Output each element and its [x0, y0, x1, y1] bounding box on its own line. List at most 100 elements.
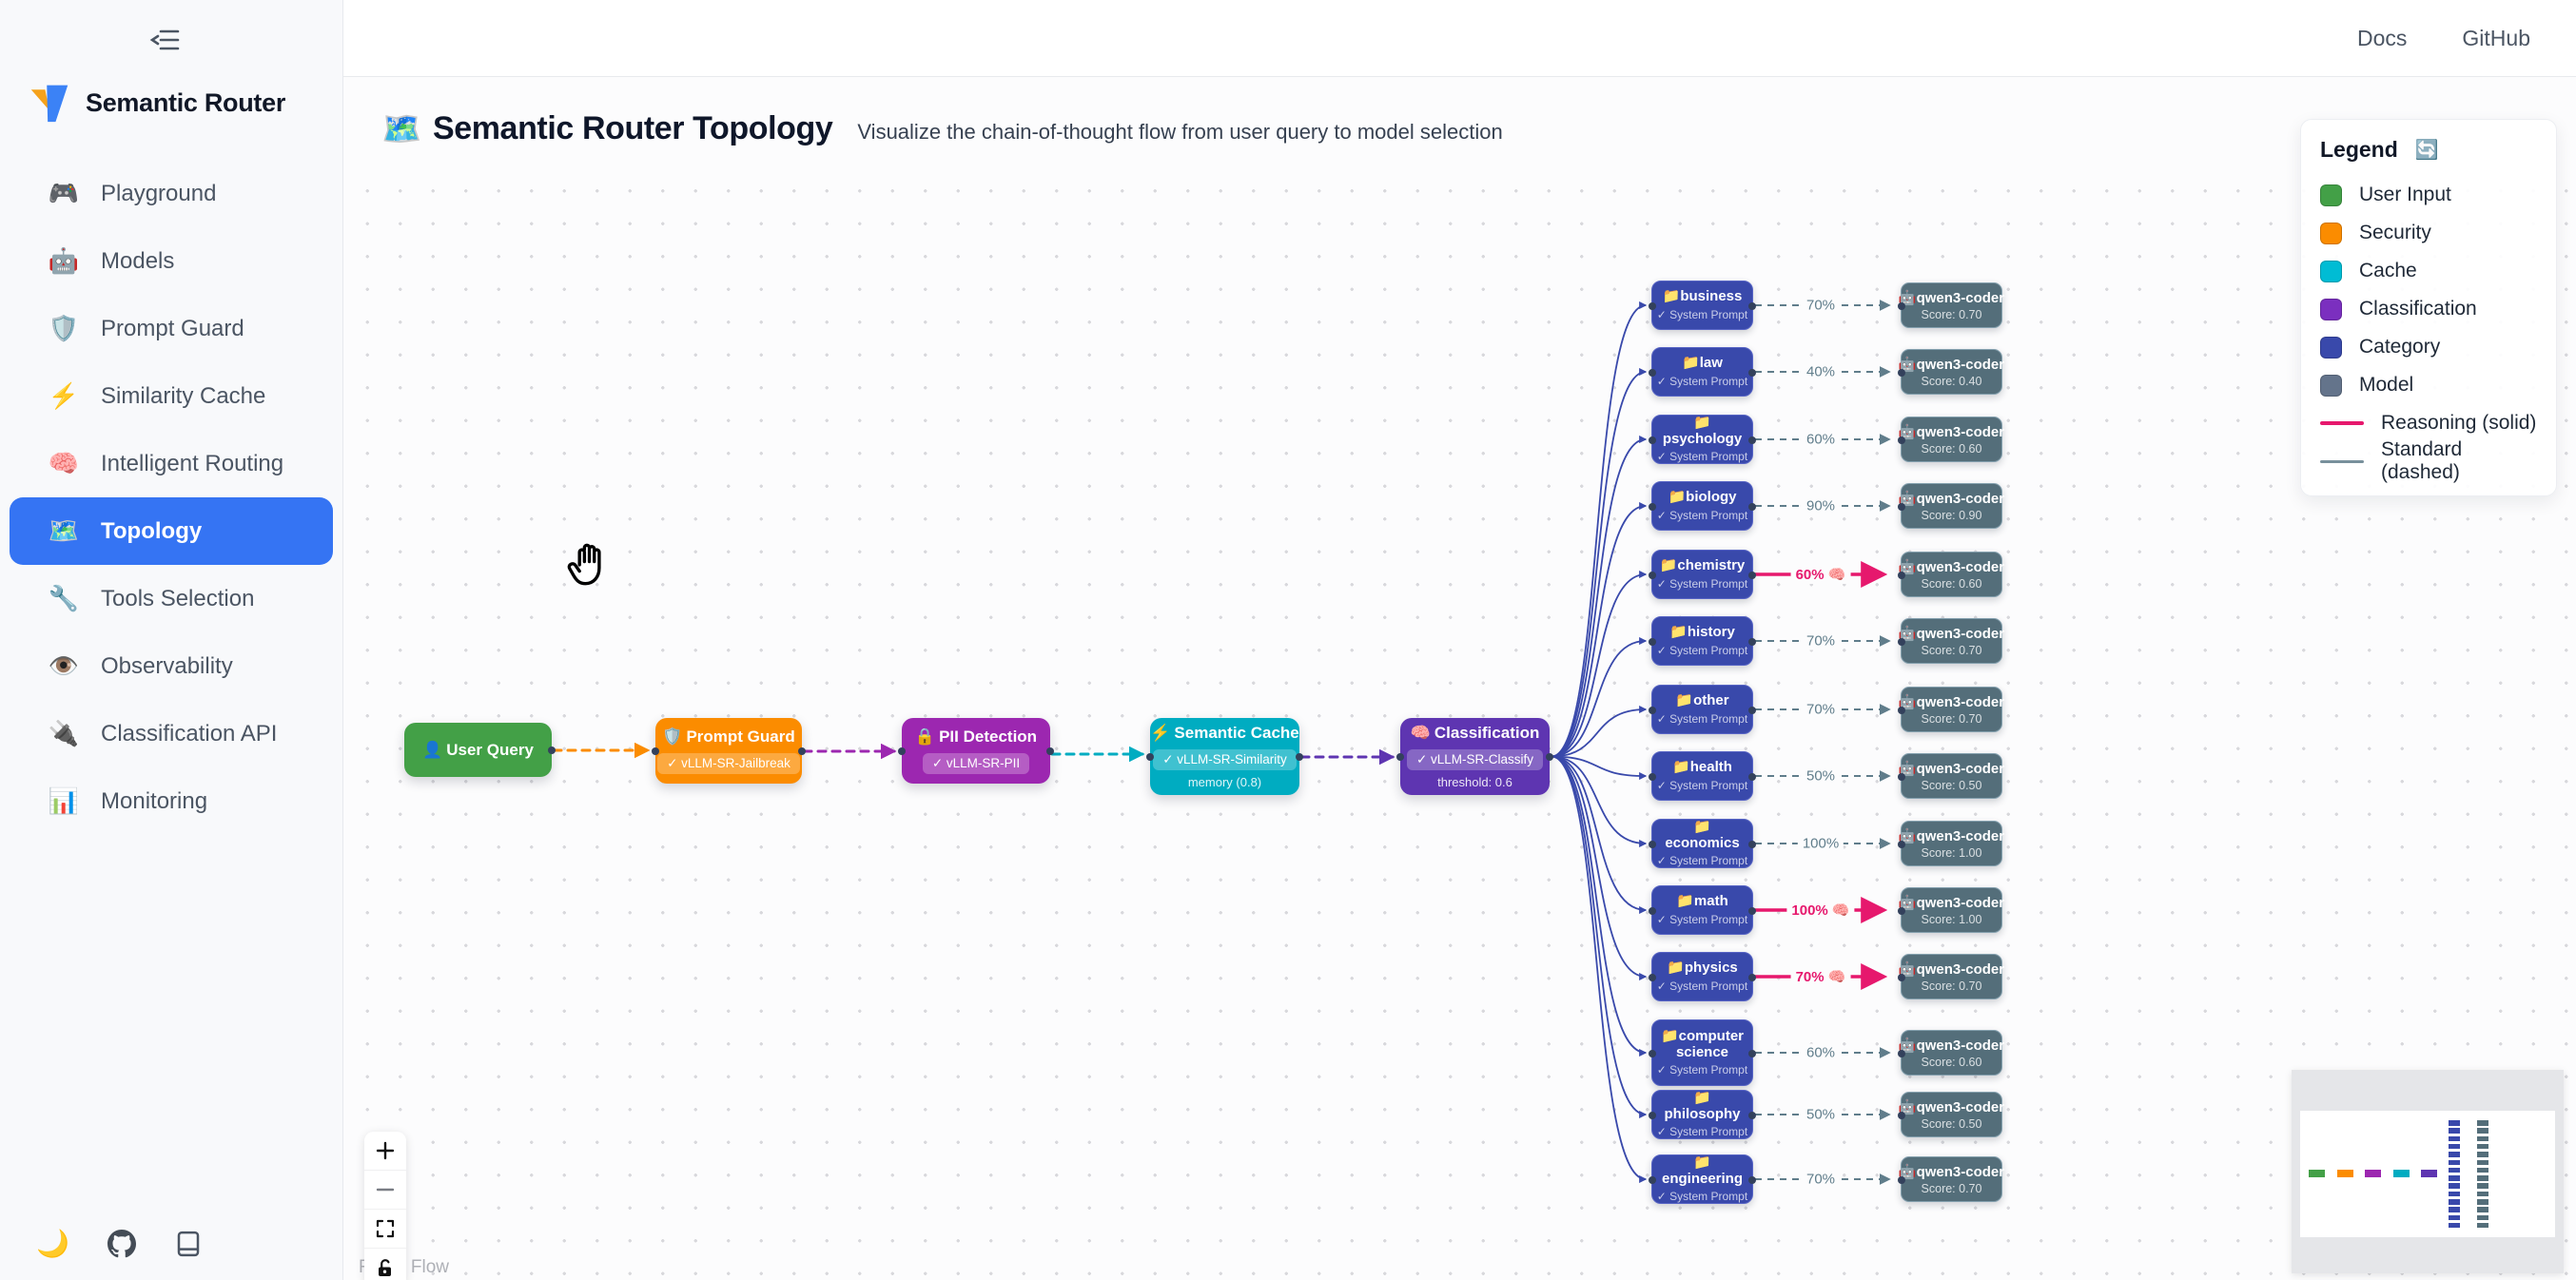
category-node-law[interactable]: 📁law✓ System Prompt [1649, 347, 1756, 397]
sidebar-item-prompt-guard[interactable]: 🛡️Prompt Guard [10, 295, 333, 362]
sidebar-item-intelligent-routing[interactable]: 🧠Intelligent Routing [10, 430, 333, 497]
category-node-chemistry[interactable]: 📁chemistry✓ System Prompt [1649, 550, 1756, 599]
category-node-psychology[interactable]: 📁psychology✓ System Prompt [1649, 415, 1756, 464]
node-handle-right [1748, 572, 1756, 579]
models-icon: 🤖 [48, 246, 80, 275]
pipeline-node-user-query[interactable]: 👤User Query [404, 723, 556, 777]
legend-item-label: Standard (dashed) [2381, 438, 2463, 483]
sidebar-item-monitoring[interactable]: 📊Monitoring [10, 767, 333, 835]
node-handle-left [1898, 907, 1905, 915]
category-node-other[interactable]: 📁other✓ System Prompt [1649, 685, 1756, 734]
category-node-economics[interactable]: 📁economics✓ System Prompt [1649, 819, 1756, 868]
minimap-category-node [2449, 1214, 2460, 1221]
sidebar-item-topology[interactable]: 🗺️Topology [10, 497, 333, 565]
topbar-link-github[interactable]: GitHub [2462, 25, 2530, 50]
category-node-computer-science[interactable]: 📁computer science✓ System Prompt [1649, 1019, 1756, 1086]
category-node-physics[interactable]: 📁physics✓ System Prompt [1649, 952, 1756, 1001]
legend-item-reasoning-solid-: Reasoning (solid) [2320, 404, 2537, 442]
github-icon[interactable] [107, 1229, 136, 1258]
node-handle-left [1649, 1050, 1656, 1057]
minimap-model-node [2477, 1128, 2488, 1134]
legend-refresh-icon[interactable]: 🔄 [2414, 140, 2439, 161]
legend-swatch [2320, 336, 2342, 359]
zoom-in-button[interactable] [364, 1132, 406, 1171]
sidebar-item-label: Intelligent Routing [101, 450, 284, 476]
category-node-math[interactable]: 📁math✓ System Prompt [1649, 885, 1756, 935]
node-handle-left [1649, 503, 1656, 511]
category-node-business[interactable]: 📁business✓ System Prompt [1649, 281, 1756, 330]
node-handle-right [1748, 1050, 1756, 1057]
lock-button[interactable] [364, 1249, 406, 1280]
category-node-biology[interactable]: 📁biology✓ System Prompt [1649, 481, 1756, 531]
sidebar-item-playground[interactable]: 🎮Playground [10, 160, 333, 227]
sidebar-item-tools-selection[interactable]: 🔧Tools Selection [10, 565, 333, 632]
legend-swatch [2320, 298, 2342, 320]
docs-book-icon[interactable] [174, 1230, 203, 1258]
category-node-history[interactable]: 📁history ✓ System Prompt [1649, 616, 1756, 666]
category-node-subtitle: ✓ System Prompt [1656, 643, 1748, 657]
category-node-philosophy[interactable]: 📁philosophy✓ System Prompt [1649, 1090, 1756, 1139]
legend-item-label: User Input [2359, 184, 2451, 205]
flow-canvas[interactable]: 👤User Query 🛡️Prompt Guard✓ vLLM-SR-Jailb… [343, 181, 2576, 1280]
sidebar-item-models[interactable]: 🤖Models [10, 227, 333, 295]
node-handle-left [1898, 1176, 1905, 1184]
sidebar-item-similarity-cache[interactable]: ⚡Similarity Cache [10, 362, 333, 430]
theme-toggle-moon-icon[interactable]: 🌙 [36, 1229, 69, 1258]
legend-item-standard-dashed-: Standard (dashed) [2320, 438, 2537, 483]
category-node-title: 📁history [1669, 624, 1735, 641]
semantic-cache-icon: ⚡ [1150, 724, 1171, 742]
category-node-subtitle: ✓ System Prompt [1656, 508, 1748, 522]
sidebar-item-observability[interactable]: 👁️Observability [10, 632, 333, 700]
classification-icon: 🧠 [1410, 724, 1431, 742]
minimap-model-node [2477, 1214, 2488, 1221]
category-node-title: 📁law [1682, 355, 1723, 372]
model-node-title: 🤖qwen3-coder [1898, 1038, 2005, 1054]
node-handle-right [1748, 436, 1756, 444]
node-handle-left [1649, 773, 1656, 781]
zoom-out-button[interactable] [364, 1171, 406, 1210]
edge-percentage-label: 50% [1801, 1105, 1841, 1124]
edge-percentage-label: 70% [1801, 1170, 1841, 1189]
minimap-category-node [2449, 1120, 2460, 1126]
pipeline-node-label: Classification [1434, 724, 1540, 742]
pipeline-node-pii-detection[interactable]: 🔒PII Detection✓ vLLM-SR-PII [898, 718, 1054, 784]
model-node-score: Score: 0.60 [1921, 442, 1982, 456]
minimap[interactable] [2292, 1070, 2564, 1273]
sidebar-item-label: Playground [101, 180, 217, 206]
category-node-engineering[interactable]: 📁engineering✓ System Prompt [1649, 1154, 1756, 1204]
minimap-model-node [2477, 1207, 2488, 1212]
sidebar-item-classification-api[interactable]: 🔌Classification API [10, 700, 333, 767]
legend-item-classification: Classification [2320, 290, 2537, 328]
edge-percentage-label: 70% [1801, 296, 1841, 315]
minimap-category-node [2449, 1167, 2460, 1173]
pipeline-node-subtitle: memory (0.8) [1187, 775, 1262, 789]
node-handle-left [1649, 974, 1656, 981]
category-node-health[interactable]: 📁health✓ System Prompt [1649, 751, 1756, 801]
minimap-pipeline-node [2336, 1170, 2353, 1177]
topbar-link-docs[interactable]: Docs [2357, 25, 2408, 50]
node-handle-right [1748, 974, 1756, 981]
sidebar-collapse-button[interactable] [145, 21, 186, 59]
category-node-subtitle: ✓ System Prompt [1656, 912, 1748, 926]
model-node-title: 🤖qwen3-coder [1898, 357, 2005, 373]
sidebar-item-label: Topology [101, 517, 203, 544]
pipeline-node-prompt-guard[interactable]: 🛡️Prompt Guard✓ vLLM-SR-Jailbreak [652, 718, 806, 784]
fit-view-button[interactable] [364, 1210, 406, 1249]
node-handle-right [1748, 638, 1756, 646]
